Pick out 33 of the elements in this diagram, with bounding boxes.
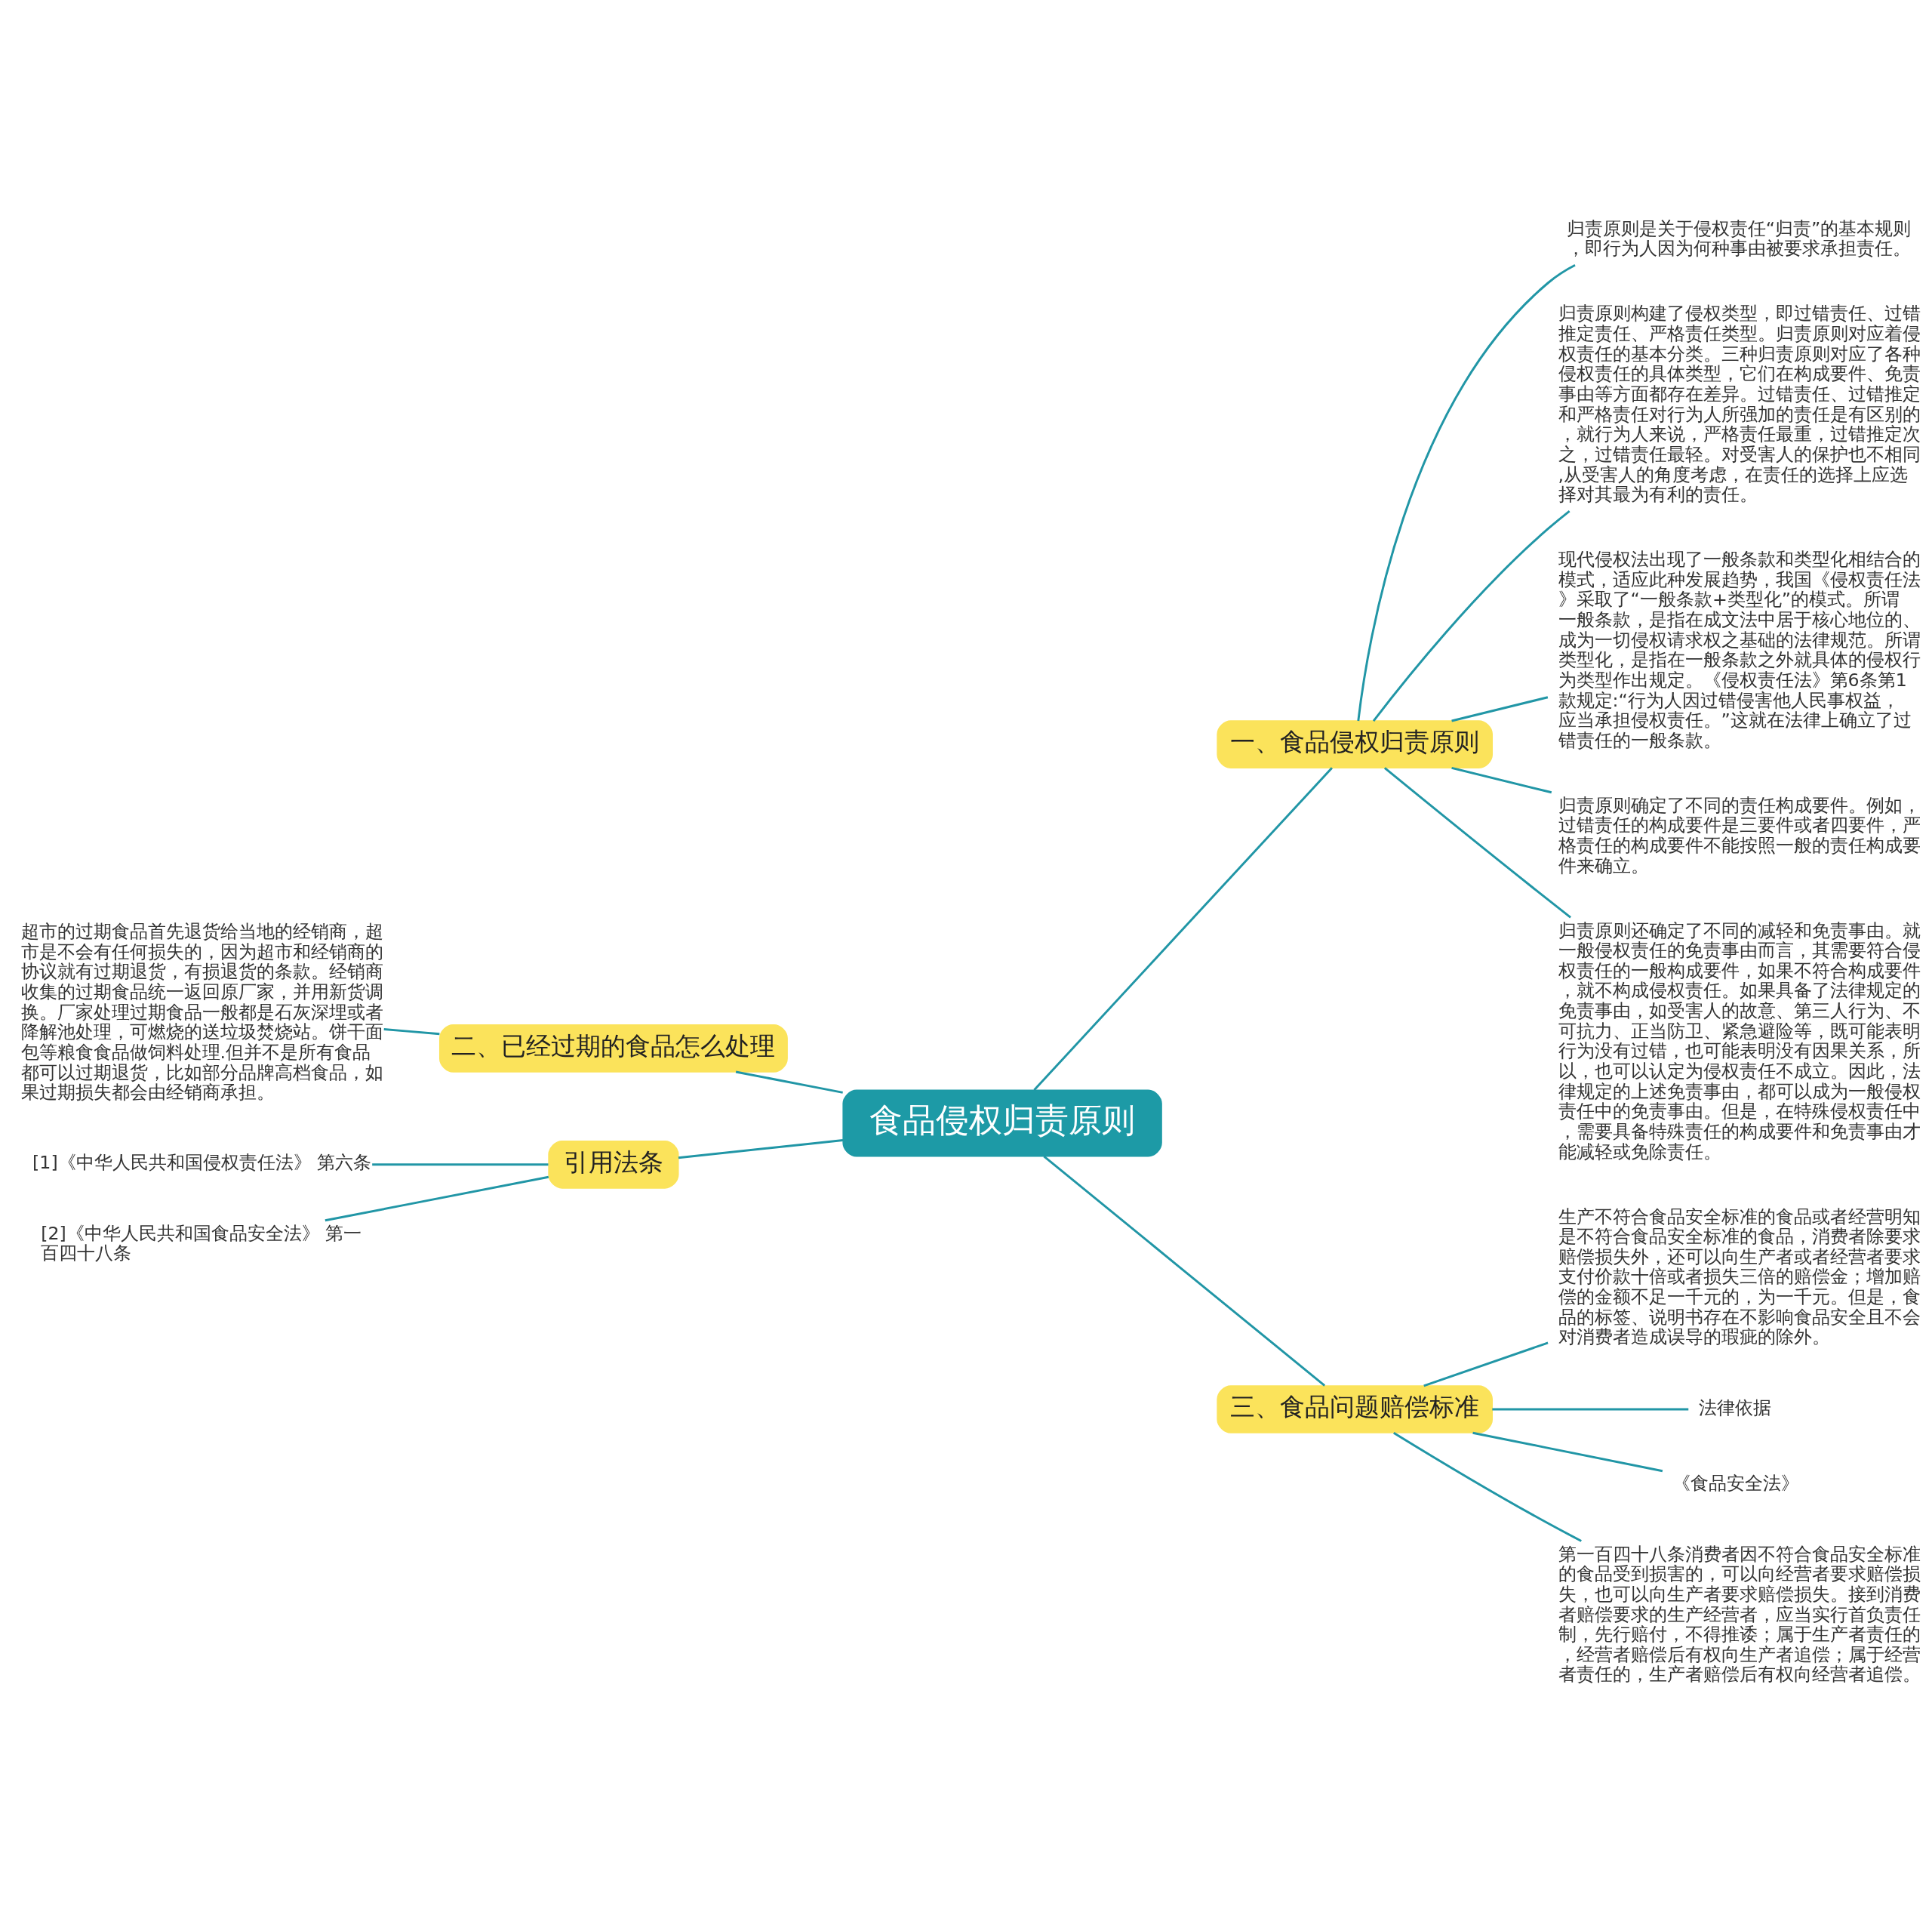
connector [1043,1155,1326,1387]
node-text: 现代侵权法出现了一般条款和类型化相结合的模式，适应此种发展趋势，我国《侵权责任法》采取了“一般条款+类型化”的模式。所谓一般条款，是指在成文法中居于核心地位的、成为一切侵权请求权之基础的法律规范。所谓类型化，是指在一般条款之外就具体的侵权行为类型作出规定。《侵权责任法》第6条第1款规定:“行为人因过错侵害他人民事权益，应当承担侵权责任。”这就在法律上确立了过错责任的一般条款。 [1558,548,1921,751]
node-text: 《食品安全法》 [1672,1472,1800,1494]
node-text: 法律依据 [1699,1396,1772,1418]
node-box: 三、食品问题赔偿标准 [1217,1384,1493,1433]
connector [1372,510,1571,722]
connector [1033,766,1333,1091]
connector [1393,1431,1582,1542]
node-text: 归责原则确定了不同的责任构成要件。例如，过错责任的构成要件是三要件或者四要件，严格责任的构成要件不能按照一般的责任构成要件来确立。 [1558,794,1921,876]
connector [735,1070,843,1094]
connector [1472,1431,1663,1472]
node-box: 食品侵权归责原则 [842,1089,1162,1156]
connector [1451,695,1549,722]
node-text: [2]《中华人民共和国食品安全法》 第一百四十八条 [41,1222,362,1264]
node-text: 归责原则还确定了不同的减轻和免责事由。就一般侵权责任的免责事由而言，其需要符合侵权责任的一般构成要件，如果不符合构成要件，就不构成侵权责任。如果具备了法律规定的免责事由，如受害人的故意、第三人行为、不可抗力、正当防卫、紧急避险等，既可能表明行为没有过错，也可能表明没有因果关系，所以，也可以认定为侵权责任不成立。因此，法律规定的上述免责事由，都可以成为一般侵权责任中的免责事由。但是，在特殊侵权责任中，需要具备特殊责任的构成要件和免责事由才能减轻或免除责任。 [1558,919,1921,1162]
connector [1423,1341,1549,1387]
connector [1383,766,1571,918]
connector [1451,766,1552,793]
connector [372,1162,549,1165]
connector [1492,1408,1689,1410]
node-text: 超市的过期食品首先退货给当地的经销商，超市是不会有任何损失的，因为超市和经销商的协议就有过期退货，有损退货的条款。经销商收集的过期食品统一返回原厂家，并用新货调换。厂家处理过期食品一般都是石灰深埋或者降解池处理，可燃烧的送垃圾焚烧站。饼干面包等粮食食品做饲料处理.但并不是所有食品都可以过期退货，比如部分品牌高档食品，如果过期损失都会由经销商承担。 [20,920,383,1103]
node-box: 一、食品侵权归责原则 [1217,719,1493,768]
node-box: 引用法条 [548,1140,679,1189]
connector [325,1175,549,1221]
connector [383,1027,440,1035]
node-text: 生产不符合食品安全标准的食品或者经营明知是不符合食品安全标准的食品，消费者除要求赔偿损失外，还可以向生产者或者经营者要求支付价款十倍或者损失三倍的赔偿金；增加赔偿的金额不足一千元的，为一千元。但是，食品的标签、说明书存在不影响食品安全且不会对消费者造成误导的瑕疵的除外。 [1558,1205,1921,1347]
node-box: 二、已经过期的食品怎么处理 [439,1024,788,1073]
node-text: 第一百四十八条消费者因不符合食品安全标准的食品受到损害的，可以向经营者要求赔偿损失，也可以向生产者要求赔偿损失。接到消费者赔偿要求的生产经营者，应当实行首负责任制，先行赔付，不得推诿；属于生产者责任的，经营者赔偿后有权向生产者追偿；属于经营者责任的，生产者赔偿后有权向经营者追偿。 [1558,1543,1921,1685]
node-text: 归责原则构建了侵权类型，即过错责任、过错推定责任、严格责任类型。归责原则对应着侵权责任的基本分类。三种归责原则对应了各种侵权责任的具体类型，它们在构成要件、免责事由等方面都存在差异。过错责任、过错推定和严格责任对行为人所强加的责任是有区别的，就行为人来说，严格责任最重，过错推定次之，过错责任最轻。对受害人的保护也不相同,从受害人的角度考虑，在责任的选择上应选择对其最为有利的责任。 [1558,302,1921,505]
node-text: [1]《中华人民共和国侵权责任法》 第六条 [32,1151,372,1173]
connector [1357,263,1576,721]
connector [678,1138,844,1159]
node-text: 归责原则是关于侵权责任“归责”的基本规则，即行为人因为何种事由被要求承担责任。 [1566,217,1912,259]
